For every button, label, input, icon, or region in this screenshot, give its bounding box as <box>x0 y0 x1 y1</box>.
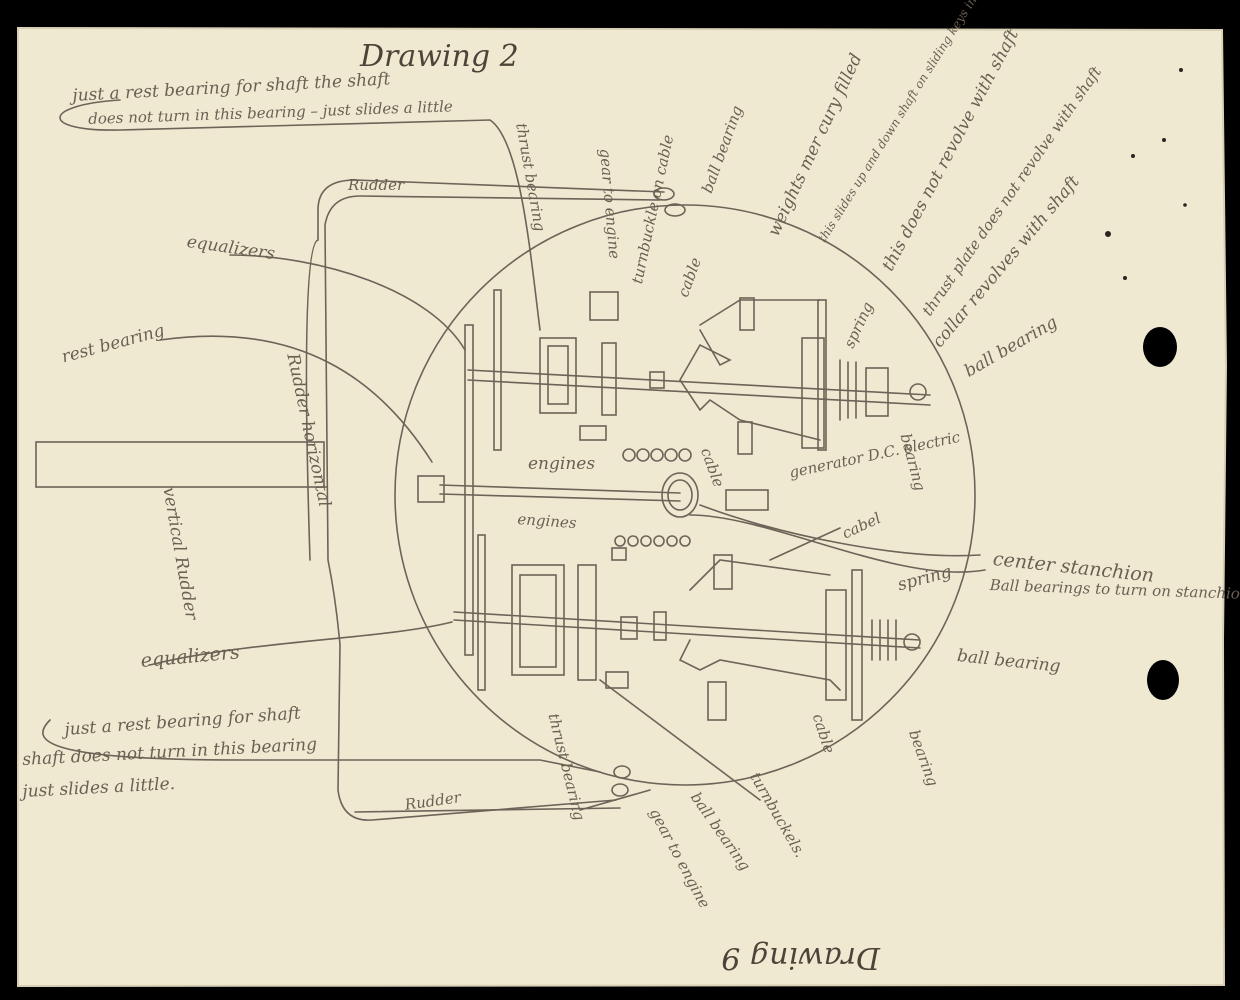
vertical-rudder <box>35 441 325 488</box>
lower-shaft <box>453 611 921 649</box>
upper-shaft <box>467 369 931 406</box>
middle-shaft <box>439 484 681 502</box>
center-stanchion <box>661 472 699 518</box>
engines-upper <box>622 448 692 462</box>
rudder-top-label: Rudder <box>348 176 405 194</box>
rudder-loop <box>324 195 661 821</box>
equalizer-bar-left <box>464 324 474 656</box>
engines-top-label: engines <box>528 454 596 474</box>
reversed-title: Drawing 9 <box>721 940 880 975</box>
engines-bottom-label: engines <box>516 510 578 533</box>
leader-lines <box>42 99 761 811</box>
drawing-title: Drawing 2 <box>360 39 519 74</box>
punch-hole-top <box>1143 327 1177 367</box>
ink-specks <box>1105 68 1187 280</box>
punch-hole-bottom <box>1147 660 1179 700</box>
engines-lower <box>614 535 691 547</box>
paper-sheet <box>17 26 1228 988</box>
machine-diagram <box>35 99 986 821</box>
generator <box>725 489 769 511</box>
hull-circle <box>394 204 976 786</box>
